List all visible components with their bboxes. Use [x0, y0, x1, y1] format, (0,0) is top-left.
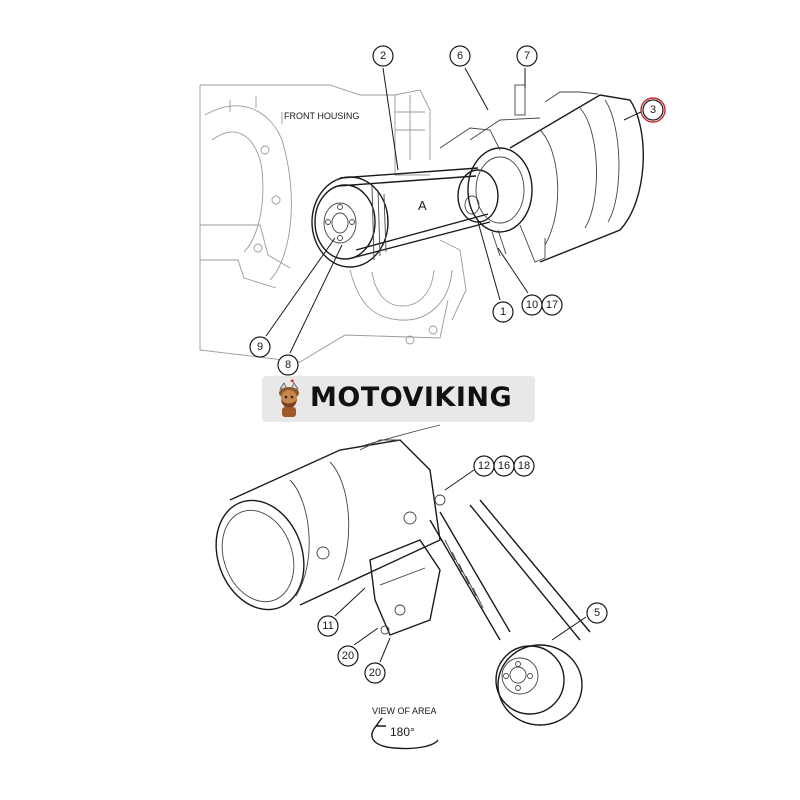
drive-belt-top: A: [337, 167, 491, 259]
watermark-brand-text: MOTOVIKING: [310, 382, 513, 413]
callout-bubble: [516, 45, 538, 67]
alternator-bottom: [215, 424, 446, 636]
callout-3-highlight: [640, 97, 666, 123]
callout-layer: 2 6 7 3 9 8 1 10 17 12 16 18 5 11 20 20: [249, 45, 664, 684]
watermark-banner: MOTOVIKING: [262, 376, 535, 422]
front-housing-label: FRONT HOUSING: [284, 111, 359, 121]
callout-number-17: 17: [546, 299, 558, 311]
callout-bubble: [364, 662, 386, 684]
callout-bubble: [277, 354, 299, 376]
callout-leader-line: [265, 237, 336, 337]
callout-leader-line: [464, 67, 489, 111]
view-of-area-label: VIEW OF AREA: [372, 706, 437, 716]
viking-mascot-icon: [279, 379, 299, 417]
callout-leader-line: [444, 469, 475, 491]
callout-leader-line: [477, 221, 501, 301]
callout-bubble: [317, 615, 339, 637]
view-of-area-indicator: VIEW OF AREA 180°: [371, 706, 439, 750]
callout-bubble: [642, 99, 664, 121]
callout-bubble: [249, 336, 271, 358]
callout-number-9: 9: [257, 341, 263, 353]
callout-number-3: 3: [650, 104, 656, 116]
drive-belt-bottom: [429, 499, 591, 641]
callout-leader-line: [551, 616, 587, 641]
callout-bubble: [372, 45, 394, 67]
area-a-label: A: [418, 198, 427, 213]
callout-number-5: 5: [594, 607, 600, 619]
crankshaft-pulley-bottom: [495, 644, 583, 726]
callout-number-20: 20: [342, 650, 354, 662]
callout-bubble: [449, 45, 471, 67]
callout-leader-line: [379, 637, 391, 663]
callout-leader-line: [289, 244, 343, 354]
callout-number-18: 18: [518, 460, 530, 472]
callout-number-6: 6: [457, 50, 463, 62]
callout-number-11: 11: [322, 620, 333, 632]
front-housing-outline: FRONT HOUSING: [199, 84, 467, 363]
callout-bubble: [492, 301, 514, 323]
callout-leader-line: [334, 587, 366, 617]
callout-number-10: 10: [526, 299, 538, 311]
alternator-top: [439, 84, 644, 263]
callout-number-1: 1: [500, 306, 506, 318]
callout-number-8: 8: [285, 359, 291, 371]
callout-leader-line: [497, 247, 529, 294]
callout-leader-line: [623, 111, 642, 121]
callout-leader-line: [382, 67, 399, 171]
callout-number-12: 12: [478, 460, 490, 472]
callout-number-2: 2: [380, 50, 386, 62]
callout-bubble: [513, 455, 535, 477]
callout-bubble: [337, 645, 359, 667]
callout-bubble: [541, 294, 563, 316]
callout-leader-line: [353, 627, 379, 646]
callout-number-20: 20: [369, 667, 381, 679]
crankshaft-pulley-top: [311, 176, 389, 268]
callout-number-7: 7: [524, 50, 530, 62]
rotation-angle-label: 180°: [390, 725, 415, 739]
callout-number-16: 16: [498, 460, 510, 472]
callout-bubble: [586, 602, 608, 624]
